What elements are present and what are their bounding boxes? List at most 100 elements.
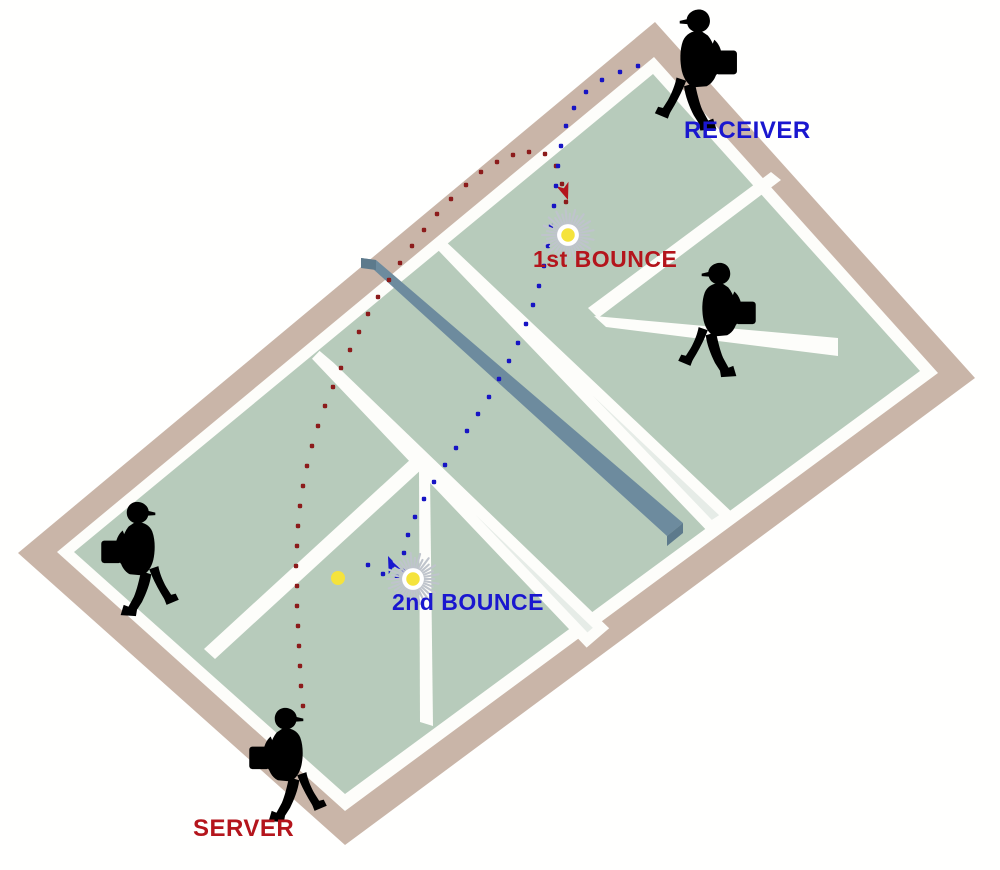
burst-ray [542, 224, 559, 233]
burst-ray [561, 244, 567, 257]
burst-ray [576, 239, 592, 250]
burst-ray [564, 208, 569, 226]
burst-ray [567, 212, 572, 226]
burst-ray [548, 222, 560, 231]
trajectory-dot [453, 445, 459, 451]
burst-ray [548, 239, 560, 248]
trajectory-dot [294, 543, 300, 549]
trajectory-dot [583, 89, 589, 95]
burst-ray [577, 237, 589, 244]
trajectory-dot [386, 277, 392, 283]
burst-ray [409, 588, 414, 606]
trajectory-dot [496, 376, 502, 382]
burst-ray [577, 226, 589, 233]
trajectory-dot [295, 523, 301, 529]
pickleball [331, 571, 345, 585]
burst-ray [418, 586, 430, 601]
trajectory-dot [322, 403, 328, 409]
trajectory-dot [405, 532, 411, 538]
burst-ray [569, 208, 577, 226]
burst-ray [414, 588, 422, 606]
diagram-labels: RECEIVER 1st BOUNCE 2nd BOUNCE SERVER [193, 117, 810, 842]
burst-ray [555, 210, 565, 227]
trajectory-dot [294, 603, 300, 609]
label-second-bounce: 2nd BOUNCE [392, 589, 544, 615]
trajectory-dot [536, 283, 542, 289]
trajectory-dot [365, 311, 371, 317]
centerline-near [204, 458, 423, 659]
burst-ray [392, 560, 406, 573]
burst-ray [393, 566, 405, 575]
first-bounce-starburst [540, 208, 595, 262]
burst-ray [422, 579, 440, 585]
trajectory-dot [356, 329, 362, 335]
trajectory-dot [635, 63, 641, 69]
trajectory-dot [526, 149, 532, 155]
burst-ray [421, 583, 437, 594]
trajectory-dot [296, 643, 302, 649]
trajectory-dot [506, 358, 512, 364]
net-band-shadow [667, 523, 683, 546]
trajectory-dot [375, 294, 381, 300]
burst-ray [409, 552, 414, 570]
trajectory-dot [486, 394, 492, 400]
trajectory-dot [294, 583, 300, 589]
trajectory-dot [448, 196, 454, 202]
trajectory-dot [421, 227, 427, 233]
burst-ray [400, 587, 410, 604]
trajectory-dot [478, 169, 484, 175]
burst-ray [561, 213, 567, 226]
burst-ray [571, 243, 579, 256]
trajectory-dot [442, 462, 448, 468]
trajectory-dot [309, 443, 315, 449]
burst-ray [577, 235, 595, 241]
trajectory-dot [409, 243, 415, 249]
trajectory-dot [599, 77, 605, 83]
trajectory-dot [563, 123, 569, 129]
trajectory-dot [464, 428, 470, 434]
trajectory-dot [617, 69, 623, 75]
trajectory-dot [542, 151, 548, 157]
trajectory-dot [545, 243, 551, 249]
trajectory-dot [300, 703, 306, 709]
trajectory-dot [304, 463, 310, 469]
trajectory-dot [421, 496, 427, 502]
loose-balls [331, 571, 345, 585]
label-first-bounce: 1st BOUNCE [533, 246, 677, 272]
trajectory-arrowhead [556, 181, 569, 200]
trajectory-dot [293, 563, 299, 569]
trajectory-dot [555, 163, 561, 169]
burst-ray [571, 214, 579, 227]
trajectory-dot [475, 411, 481, 417]
kitchen-near-line [312, 350, 610, 648]
court-playing-surface [74, 74, 920, 794]
burst-ray [420, 585, 430, 595]
burst-ray [422, 581, 434, 588]
burst-ray [567, 244, 572, 258]
burst-ray [573, 213, 585, 228]
trajectory-dot [494, 159, 500, 165]
burst-ray [399, 586, 408, 598]
trajectory-dot [515, 340, 521, 346]
burst-ray [387, 581, 404, 590]
trajectory-dot [463, 182, 469, 188]
burst-ray [420, 563, 430, 573]
burst-ray [390, 579, 404, 584]
burst-ray [412, 588, 417, 602]
trajectory-dot [300, 483, 306, 489]
trajectory-dot [553, 183, 559, 189]
trajectory-dot [380, 571, 386, 577]
court [18, 22, 975, 845]
burst-ray [406, 588, 412, 601]
trajectory-dot [315, 423, 321, 429]
trajectory-dot [434, 211, 440, 217]
centerline-far-2 [588, 172, 781, 318]
burst-ray [575, 241, 585, 251]
burst-ray [400, 554, 410, 571]
burst-ray [392, 585, 406, 598]
trajectory-dot [401, 550, 407, 556]
burst-ray [390, 574, 404, 579]
net-post-left [361, 258, 376, 270]
trajectory-dot [563, 199, 569, 205]
trajectory-dot [530, 302, 536, 308]
